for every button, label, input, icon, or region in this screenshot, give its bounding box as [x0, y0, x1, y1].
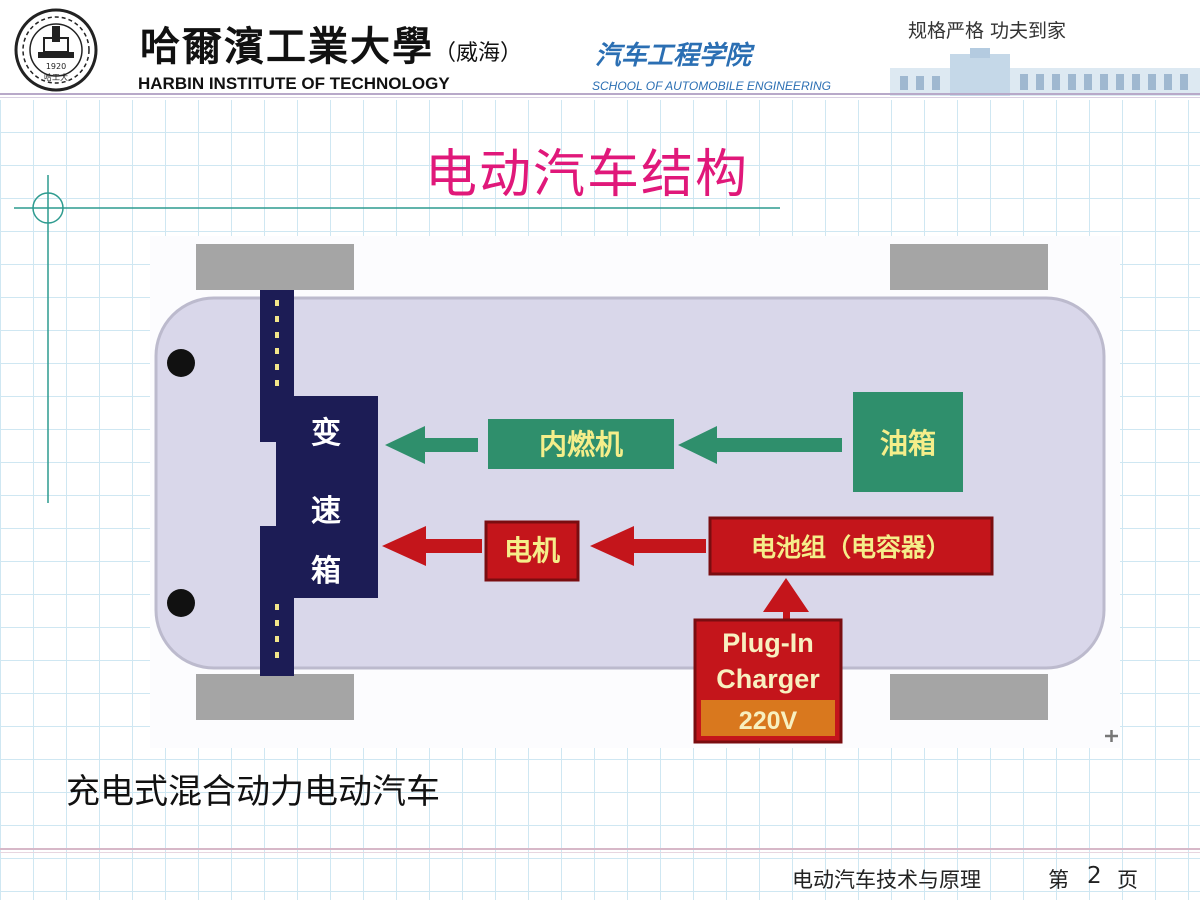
front-light-icon	[167, 349, 195, 377]
fuel-to-engine-arrow	[678, 426, 842, 464]
page-number: 2	[1087, 863, 1102, 889]
motor-to-gearbox-arrow	[382, 526, 482, 566]
charger-voltage: 220V	[739, 707, 798, 735]
engine-label: 内燃机	[539, 428, 623, 461]
motto: 规格严格 功夫到家	[908, 20, 1067, 42]
battery-box	[708, 516, 994, 576]
rear-left-tire	[890, 244, 1048, 290]
school-name-en: SCHOOL OF AUTOMOBILE ENGINEERING	[592, 79, 831, 93]
footer-divider-thin	[0, 852, 1200, 853]
gearbox-label-3: 箱	[311, 554, 341, 589]
battery-label: 电池组（电容器）	[751, 533, 951, 562]
campus-name: （威海）	[434, 41, 523, 66]
charger-label-line1: Plug-In	[722, 628, 813, 658]
charger-to-battery-arrow	[763, 578, 809, 628]
gearbox-label-2: 速	[311, 494, 341, 529]
engine-to-gearbox-arrow	[385, 426, 478, 464]
school-name-cn: 汽车工程学院	[595, 41, 752, 71]
fuel-tank-label: 油箱	[880, 427, 936, 460]
header-divider-thin	[0, 97, 1200, 98]
slide-caption: 充电式混合动力电动汽车	[66, 772, 440, 812]
logo-text: 哈工大	[44, 72, 68, 82]
university-name-cn-text: 哈爾濱工業大學	[140, 23, 434, 70]
charger-voltage-panel	[701, 700, 835, 736]
logo-year: 1920	[46, 62, 66, 71]
fuel-tank-box	[853, 392, 963, 492]
crosshair-decoration	[14, 175, 780, 503]
page-suffix: 页	[1117, 868, 1138, 892]
front-right-tire	[196, 674, 354, 720]
slide-title: 电动汽车结构	[425, 145, 750, 205]
engine-box	[488, 419, 674, 469]
battery-to-motor-arrow	[590, 526, 706, 566]
front-left-tire	[196, 244, 354, 290]
university-logo: 1920 哈工大	[14, 8, 98, 92]
course-name: 电动汽车技术与原理	[792, 868, 981, 892]
footer-divider	[0, 848, 1200, 850]
gearbox-label-1: 变	[311, 416, 341, 451]
motor-label: 电机	[504, 534, 560, 567]
university-name-en: HARBIN INSTITUTE OF TECHNOLOGY	[138, 74, 450, 93]
front-light-icon	[167, 589, 195, 617]
motor-box	[484, 520, 580, 582]
page-prefix: 第	[1048, 868, 1069, 892]
building-illustration	[890, 48, 1200, 96]
header-divider	[0, 93, 1200, 95]
rear-right-tire	[890, 674, 1048, 720]
plus-icon	[1105, 730, 1118, 742]
gearbox-shaft	[260, 290, 378, 676]
university-name-cn: 哈爾濱工業大學（威海）	[140, 14, 522, 72]
slide-header: 1920 哈工大 哈爾濱工業大學（威海） 汽车工程学院 HARBIN INSTI…	[0, 0, 1200, 100]
charger-label-line2: Charger	[716, 664, 820, 694]
ev-structure-diagram: 变 速 箱 油箱 内燃机 电池组（电容器） 电机 Plug-In Charger…	[150, 236, 1120, 748]
